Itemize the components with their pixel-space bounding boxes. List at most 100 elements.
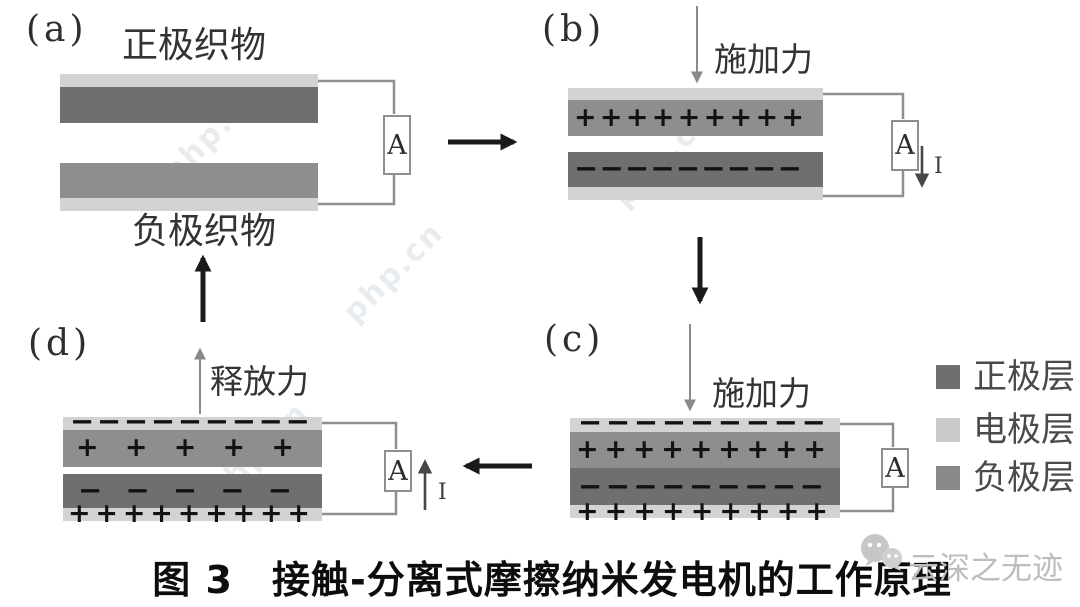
wire-a-bottom <box>318 172 396 206</box>
panel-d-bottom-electrode-layer <box>63 508 322 521</box>
wire-b-top <box>823 92 905 119</box>
charge-symbol: − <box>177 404 203 439</box>
charge-symbol: − <box>744 468 769 503</box>
charge-symbol: − <box>716 468 741 503</box>
legend-item-negative-layer: 负极层 <box>936 461 1075 495</box>
panel-c-ammeter: A <box>881 448 909 488</box>
panel-b-label: (b) <box>542 9 606 50</box>
charge-symbol: + <box>746 433 770 465</box>
panel-c-bottom-electrode-layer <box>570 505 840 518</box>
charge-symbol: − <box>633 468 658 503</box>
panel-a-positive-fabric-label: 正极织物 <box>122 25 267 66</box>
panel-d-top-electrode-layer <box>63 417 322 430</box>
legend-label-electrode: 电极层 <box>973 410 1075 450</box>
panel-b-upper-charged-bar <box>568 100 823 136</box>
charge-symbol: + <box>576 495 599 527</box>
charge-symbol: + <box>95 497 119 529</box>
charge-symbol: − <box>717 405 743 440</box>
panel-d-force-label: 释放力 <box>210 362 309 401</box>
charge-symbol: + <box>632 433 656 465</box>
charge-symbol: − <box>661 405 687 440</box>
panel-a-ammeter: A <box>383 115 411 175</box>
panel-c-bottom-plus-charges: +++++++++ <box>576 495 828 527</box>
charge-symbol: − <box>633 405 659 440</box>
legend-label-positive: 正极层 <box>973 357 1075 397</box>
wire-b-bottom <box>823 168 905 198</box>
charge-symbol: − <box>688 468 714 503</box>
panel-d-top-minus-charges: −−−−−−−−− <box>70 404 310 439</box>
charge-symbol: + <box>719 495 742 527</box>
charge-symbol: + <box>576 433 599 465</box>
panel-c-mid-minus-charges: −−−−−−−−− <box>578 468 824 505</box>
charge-symbol: − <box>689 405 715 440</box>
legend-label-negative: 负极层 <box>973 458 1075 498</box>
charge-symbol: − <box>96 404 122 439</box>
legend-item-electrode-layer: 电极层 <box>936 413 1075 447</box>
charge-symbol: − <box>123 404 149 439</box>
figure-caption: 图 3 接触-分离式摩擦纳米发电机的工作原理 <box>152 558 952 602</box>
charge-symbol: − <box>150 404 176 439</box>
panel-c-label: (c) <box>544 319 605 360</box>
charge-symbol: + <box>633 495 656 527</box>
panel-b-ammeter: A <box>891 120 919 171</box>
wire-c-top <box>840 422 895 447</box>
panel-d-current-label: I <box>438 480 447 505</box>
wire-c-bottom <box>840 484 895 513</box>
charge-symbol: − <box>624 150 650 185</box>
charge-symbol: + <box>259 497 283 529</box>
wire-d-bottom <box>322 489 398 516</box>
charge-symbol: − <box>605 468 631 503</box>
charge-symbol: − <box>70 404 95 439</box>
charge-symbol: − <box>773 405 798 440</box>
panel-a-negative-fabric-label: 负极织物 <box>132 211 277 252</box>
panel-c-plus-charges: +++++++++ <box>576 432 826 468</box>
charge-symbol: + <box>271 432 294 464</box>
panel-d-upper-charged-bar <box>63 430 322 467</box>
charge-symbol: − <box>599 150 624 185</box>
charge-symbol: + <box>222 432 246 464</box>
charge-symbol: − <box>726 150 752 185</box>
panel-a-bottom-electrode-layer <box>60 198 318 211</box>
charge-symbol: + <box>781 101 804 133</box>
charge-symbol: + <box>625 101 649 133</box>
panel-c-top-electrode-layer <box>570 418 840 432</box>
charge-symbol: + <box>803 433 826 465</box>
charge-symbol: + <box>122 497 146 529</box>
panel-a-negative-layer <box>60 163 318 198</box>
charge-symbol: − <box>675 150 701 185</box>
charge-symbol: + <box>651 101 675 133</box>
panel-a-positive-layer <box>60 87 318 123</box>
wire-d-top <box>322 421 398 449</box>
charge-symbol: − <box>701 150 726 185</box>
panel-c-upper-charged-bar <box>570 432 840 468</box>
panel-b-bottom-electrode-layer <box>568 187 823 200</box>
charge-symbol: − <box>661 468 686 503</box>
charge-symbol: + <box>287 497 310 529</box>
panel-d-plus-charges: +++++ <box>76 430 294 467</box>
charge-symbol: + <box>124 432 148 464</box>
panel-a-label: (a) <box>26 9 88 50</box>
charge-symbol: + <box>76 432 99 464</box>
charge-symbol: + <box>776 495 800 527</box>
panel-b-current-label: I <box>934 154 943 179</box>
panel-b-ammeter-letter: A <box>895 130 915 161</box>
charge-symbol: + <box>677 101 701 133</box>
panel-d-lower-charged-bar <box>63 474 322 508</box>
legend-swatch-positive <box>936 365 960 389</box>
charge-symbol: − <box>574 150 599 185</box>
charge-symbol: + <box>661 433 684 465</box>
charge-symbol: + <box>574 101 597 133</box>
panel-c-force-label: 施加力 <box>712 374 811 413</box>
charge-symbol: + <box>604 433 628 465</box>
wechat-watermark-name: 云深之无迹 <box>908 551 1063 587</box>
charge-symbol: + <box>689 433 713 465</box>
panel-c-top-minus-charges: −−−−−−−−− <box>578 405 826 440</box>
panel-b-lower-charged-bar <box>568 152 823 187</box>
charge-symbol: − <box>231 404 257 439</box>
charge-symbol: + <box>599 101 623 133</box>
charge-symbol: + <box>729 101 753 133</box>
charge-symbol: + <box>232 497 256 529</box>
charge-symbol: + <box>68 497 91 529</box>
charge-symbol: + <box>150 497 173 529</box>
